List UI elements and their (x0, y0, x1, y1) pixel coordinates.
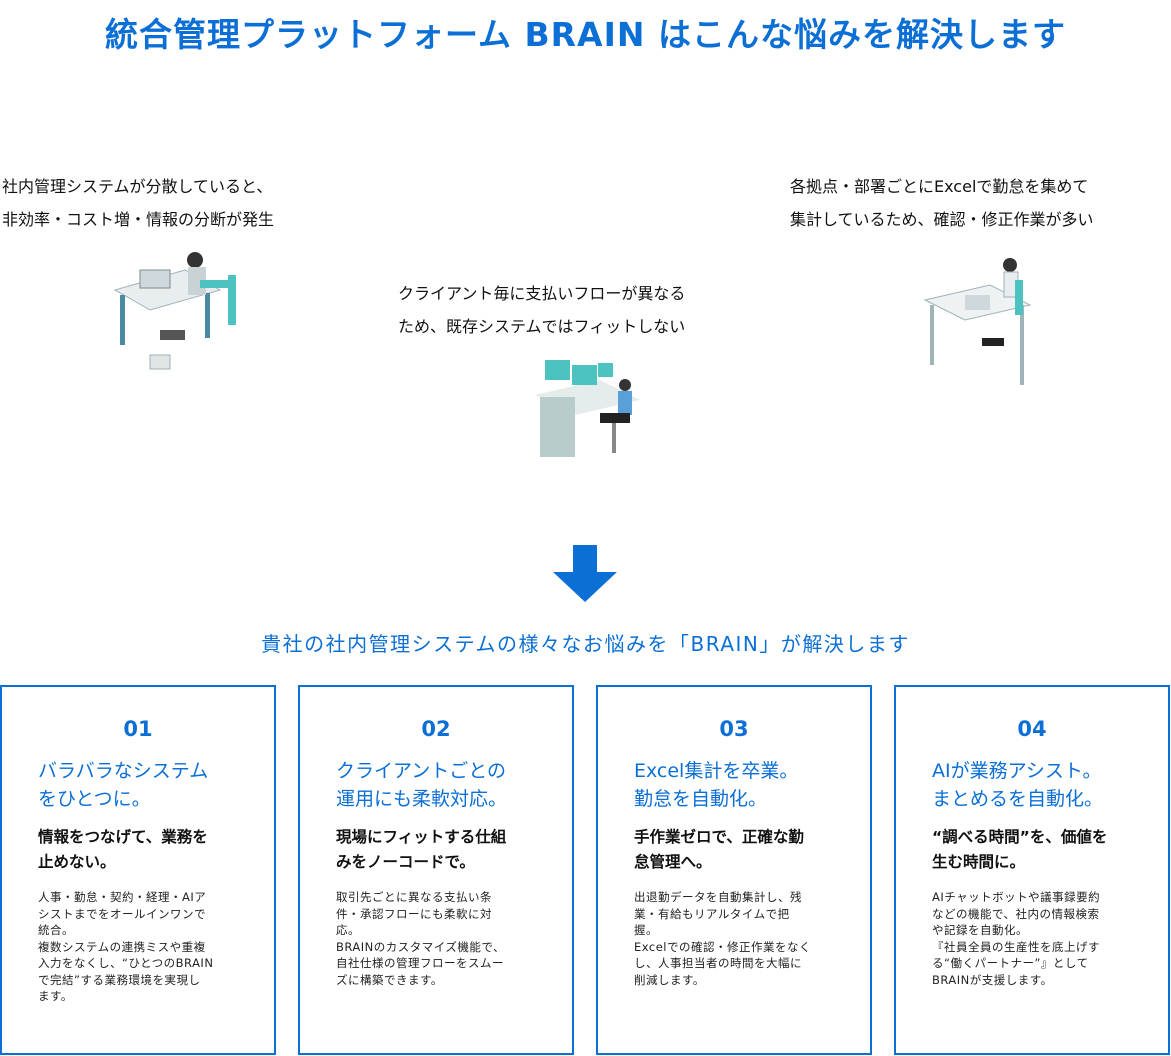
problem-text-3: 各拠点・部署ごとにExcelで勤怠を集めて 集計しているため、確認・修正作業が多… (790, 177, 1094, 229)
page-title: 統合管理プラットフォーム BRAIN はこんな悩みを解決します (105, 15, 1066, 54)
card-subheading: “調べる時間”を、価値を 生む時間に。 (932, 828, 1108, 871)
card-number: 02 (421, 717, 451, 741)
solution-card-03: 03 Excel集計を卒業。 勤怠を自動化。 手作業ゼロで、正確な勤 怠管理へ。… (596, 685, 872, 1055)
developer-workstation-illustration (535, 360, 640, 457)
card-body: 出退勤データを自動集計し、残 業・有給もリアルタイムで把 握。 Excelでの確… (634, 890, 811, 987)
card-heading: Excel集計を卒業。 勤怠を自動化。 (634, 760, 799, 810)
problem-text-2: クライアント毎に支払いフローが異なる ため、既存システムではフィットしない (398, 284, 686, 336)
card-heading: クライアントごとの 運用にも柔軟対応。 (336, 760, 508, 810)
solution-card-02: 02 クライアントごとの 運用にも柔軟対応。 現場にフィットする仕組 みをノーコ… (298, 685, 574, 1055)
card-subheading: 手作業ゼロで、正確な勤 怠管理へ。 (634, 828, 804, 871)
solution-card-01: 01 バラバラなシステム をひとつに。 情報をつなげて、業務を 止めない。 人事… (0, 685, 276, 1055)
card-number: 01 (123, 717, 153, 741)
card-body: AIチャットボットや議事録要約 などの機能で、社内の情報検索 や記録を自動化。 … (932, 890, 1101, 987)
card-number: 04 (1017, 717, 1047, 741)
card-subheading: 現場にフィットする仕組 みをノーコードで。 (336, 828, 507, 871)
solution-subtitle: 貴社の社内管理システムの様々なお悩みを「BRAIN」が解決します (261, 632, 910, 656)
card-subheading: 情報をつなげて、業務を 止めない。 (38, 828, 208, 871)
stressed-worker-illustration (113, 252, 236, 370)
card-number: 03 (719, 717, 749, 741)
card-heading: AIが業務アシスト。 まとめるを自動化。 (932, 760, 1104, 810)
arrow-down-icon (553, 545, 617, 602)
excel-worker-illustration (923, 258, 1032, 385)
card-body: 取引先ごとに異なる支払い条 件・承認フローにも柔軟に対 応。 BRAINのカスタ… (336, 890, 505, 987)
solution-card-04: 04 AIが業務アシスト。 まとめるを自動化。 “調べる時間”を、価値を 生む時… (894, 685, 1170, 1055)
problem-text-1: 社内管理システムが分散していると、 非効率・コスト増・情報の分断が発生 (2, 177, 275, 229)
card-body: 人事・勤怠・契約・経理・AIア シストまでをオールインワンで 統合。 複数システ… (38, 890, 214, 1003)
card-heading: バラバラなシステム をひとつに。 (38, 760, 209, 810)
